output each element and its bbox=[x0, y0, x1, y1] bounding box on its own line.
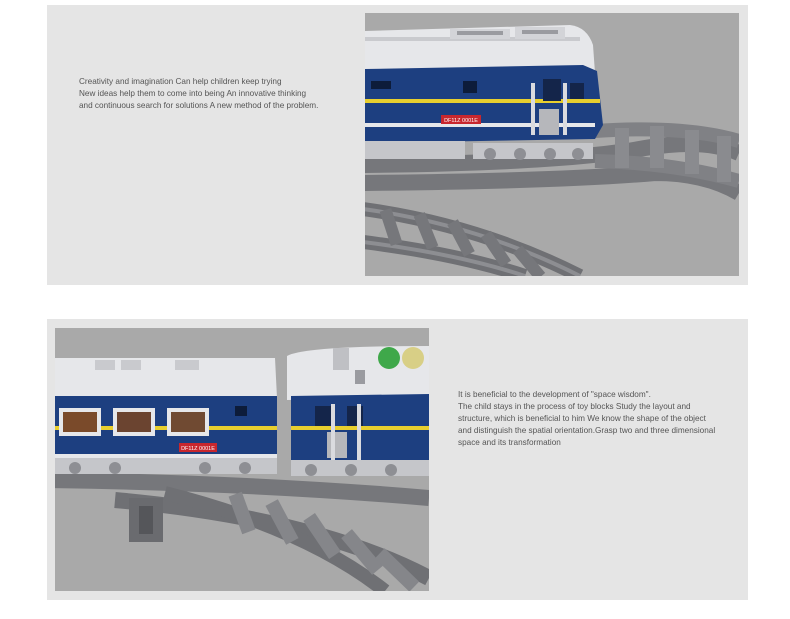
description-line: The child stays in the process of toy bl… bbox=[458, 402, 691, 411]
description-text: It is beneficial to the development of "… bbox=[458, 389, 715, 449]
locomotive-photo: DF11Z 0001E bbox=[365, 13, 739, 276]
description-line: and continuous search for solutions A ne… bbox=[79, 101, 319, 110]
straight-track bbox=[365, 122, 739, 200]
description-line: and distinguish the spatial orientation.… bbox=[458, 426, 716, 435]
locomotive-body bbox=[287, 346, 429, 476]
train-photo: DF11Z 0001E bbox=[55, 328, 429, 591]
description-line: structure, which is beneficial to him We… bbox=[458, 414, 706, 423]
curved-track bbox=[55, 472, 429, 591]
number-plate: DF11Z 0001E bbox=[444, 118, 478, 124]
description-line: New ideas help them to come into being A… bbox=[79, 89, 307, 98]
curved-track bbox=[365, 202, 584, 276]
description-line: space and its transformation bbox=[458, 438, 561, 447]
feature-panel-top: Creativity and imagination Can help chil… bbox=[47, 5, 748, 285]
number-plate: DF11Z 0001E bbox=[181, 446, 215, 452]
wheel-bogie bbox=[365, 141, 593, 160]
description-line: Creativity and imagination Can help chil… bbox=[79, 77, 282, 86]
passenger-car: DF11Z 0001E bbox=[55, 358, 277, 474]
description-line: It is beneficial to the development of "… bbox=[458, 390, 651, 399]
feature-panel-bottom: DF11Z 0001E bbox=[47, 319, 748, 600]
description-text: Creativity and imagination Can help chil… bbox=[79, 76, 318, 112]
locomotive-body: DF11Z 0001E bbox=[365, 25, 603, 143]
